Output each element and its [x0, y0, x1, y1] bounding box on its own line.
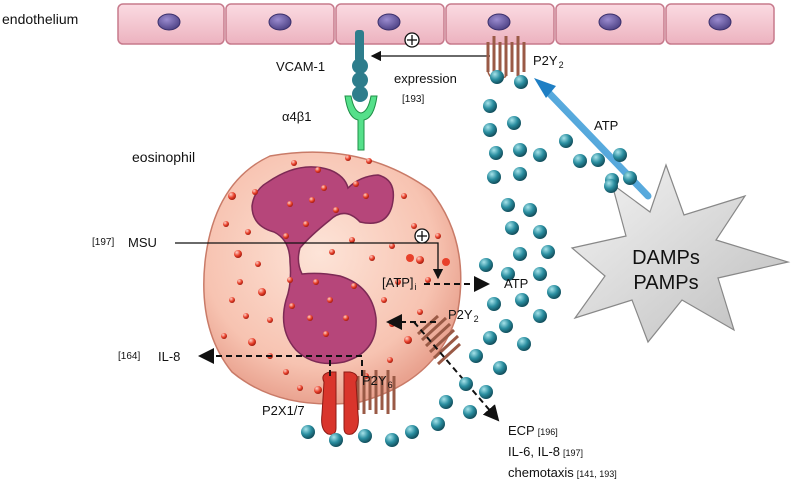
integrin-label: α4β1: [282, 109, 312, 124]
p2y6-receptor: [356, 370, 396, 414]
p2y2-top-label: P2Y2: [533, 53, 564, 70]
p2x-channel: [321, 371, 359, 435]
granules: [221, 155, 450, 394]
endothelial-nucleus: [157, 13, 181, 31]
vcam1-label: VCAM-1: [276, 59, 326, 74]
expression-ref: [193]: [402, 94, 425, 105]
p2y2-receptor-endothelium: [486, 36, 526, 79]
endothelial-nucleus: [708, 13, 732, 31]
expression-label: expression: [394, 71, 457, 86]
eosinophil-cell: [203, 151, 462, 405]
endothelium-label: endothelium: [2, 11, 79, 27]
endothelium-layer: [117, 3, 775, 45]
endothelial-nucleus: [598, 13, 622, 31]
p2x-label: P2X1/7: [262, 403, 305, 418]
il8-ref: [164]: [118, 351, 141, 362]
atp-extracellular-label: ATP: [504, 276, 529, 291]
il8-label: IL-8: [158, 349, 181, 364]
atp-top-label: ATP: [594, 118, 619, 133]
atp-intracellular-label: [ATP]i: [382, 275, 417, 292]
ecp-label: ECP[196]: [508, 423, 558, 438]
atp-molecules: [301, 70, 637, 447]
damps-pamps-star: [570, 163, 791, 344]
il8-arrow: [198, 348, 363, 376]
p2y2-mid-label: P2Y2: [448, 307, 479, 324]
endothelial-nucleus: [268, 13, 292, 31]
p2y2-output-arrow: [413, 321, 500, 422]
endothelial-nucleus: [377, 13, 401, 31]
chemotaxis-label: chemotaxis[141, 193]: [508, 465, 617, 480]
msu-label: MSU: [128, 235, 157, 250]
endothelial-nucleus: [487, 13, 511, 31]
eosinophil-nucleus: [251, 166, 395, 365]
vcam1-molecule: [352, 30, 368, 102]
integrin-alpha4beta1: [344, 95, 378, 151]
il6-label: IL-6, IL-8[197]: [508, 444, 584, 459]
msu-ref: [197]: [92, 237, 115, 248]
eosinophil-label: eosinophil: [132, 149, 196, 165]
msu-arrow: [175, 242, 444, 280]
p2y6-label: P2Y6: [362, 373, 393, 390]
